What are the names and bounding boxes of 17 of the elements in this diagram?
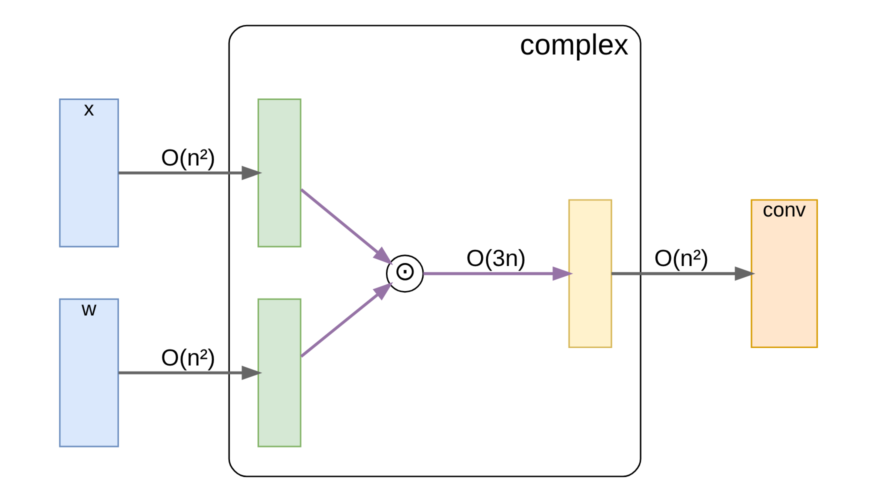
arrow: [118, 166, 262, 180]
arrow: [118, 366, 262, 380]
node-box: x: [59, 98, 119, 248]
node-circle: ⊙: [386, 254, 424, 293]
edge-label: O(n²): [161, 144, 216, 170]
node-bar: [258, 98, 302, 248]
edge-label: O(n²): [654, 245, 709, 272]
node-box: conv: [750, 199, 818, 348]
arrow: [611, 266, 756, 281]
arrow: [300, 188, 394, 266]
edge-label: O(n²): [161, 344, 216, 370]
node-bar: [568, 199, 612, 348]
arrow: [423, 266, 574, 281]
node-bar: [258, 298, 302, 448]
edge-label: O(3n): [466, 245, 526, 272]
node-box: w: [59, 298, 119, 448]
arrow: [300, 282, 394, 358]
